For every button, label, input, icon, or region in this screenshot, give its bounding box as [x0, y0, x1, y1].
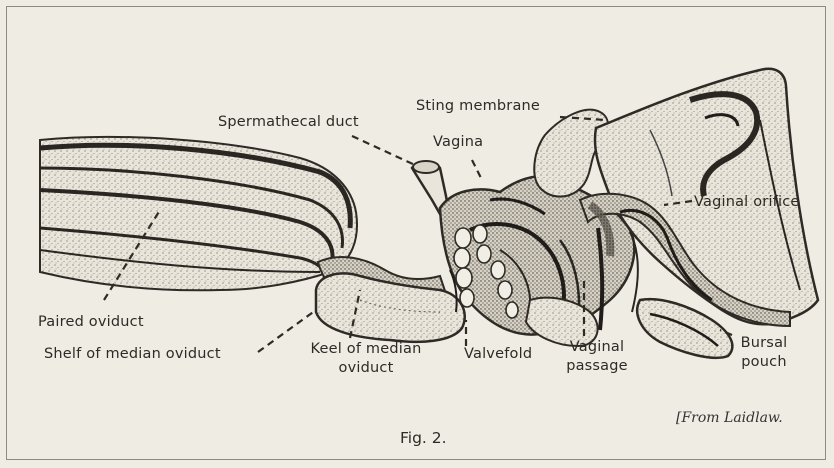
label-keel-line-2: oviduct — [296, 360, 436, 376]
leader-vagina — [472, 160, 482, 180]
figure-caption: Fig. 2. — [400, 429, 447, 447]
label-valvefold: Valvefold — [464, 346, 532, 362]
label-keel-of-median-oviduct: Keel of median oviduct — [296, 341, 436, 376]
label-bursal-pouch-line-1: Bursal — [734, 335, 794, 351]
label-vaginal-orifice: Vaginal orifice — [694, 194, 800, 210]
label-spermathecal-duct: Spermathecal duct — [218, 114, 359, 130]
label-bursal-pouch: Bursal pouch — [734, 335, 794, 370]
label-bursal-pouch-line-2: pouch — [734, 354, 794, 370]
leader-spermathecal-duct — [352, 136, 415, 165]
label-vaginal-passage: Vaginal passage — [560, 339, 634, 374]
label-sting-membrane: Sting membrane — [416, 98, 540, 114]
label-keel-line-1: Keel of median — [296, 341, 436, 357]
figure-source: [From Laidlaw. — [676, 410, 783, 426]
label-vaginal-passage-line-2: passage — [560, 358, 634, 374]
label-shelf-of-median-oviduct: Shelf of median oviduct — [44, 346, 221, 362]
label-paired-oviduct: Paired oviduct — [38, 314, 144, 330]
label-vaginal-passage-line-1: Vaginal — [560, 339, 634, 355]
paired-oviduct-shape — [40, 137, 357, 290]
label-vagina: Vagina — [433, 134, 483, 150]
